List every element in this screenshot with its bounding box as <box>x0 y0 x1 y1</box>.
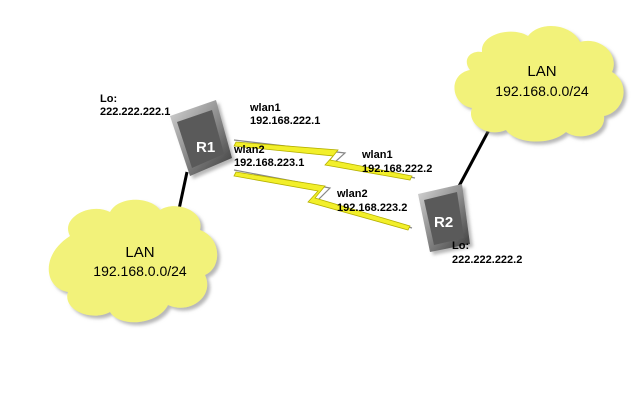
r1-wlan2-name: wlan2 <box>233 144 265 156</box>
lan-left-network: 192.168.0.0/24 <box>93 263 187 279</box>
router-r2[interactable] <box>418 184 470 252</box>
r1-wlan1-name: wlan1 <box>249 102 281 114</box>
r1-wlan1-ip: 192.168.222.1 <box>250 115 320 127</box>
r2-wlan2-ip: 192.168.223.2 <box>337 202 407 214</box>
r2-lo-ip: 222.222.222.2 <box>452 254 522 266</box>
r1-wlan2-ip: 192.168.223.1 <box>234 157 304 169</box>
link-r2-lan <box>456 127 492 189</box>
r1-lo-ip: 222.222.222.1 <box>100 106 170 118</box>
lan-cloud-left <box>48 199 218 323</box>
r2-wlan2-name: wlan2 <box>336 188 368 200</box>
router-r1-label: R1 <box>196 139 215 156</box>
r2-wlan1-ip: 192.168.222.2 <box>362 163 432 175</box>
lan-right-title: LAN <box>527 63 556 80</box>
router-r2-label: R2 <box>434 214 453 231</box>
r2-lo-label: Lo: <box>452 240 469 252</box>
lan-right-network: 192.168.0.0/24 <box>495 83 589 99</box>
lan-cloud-right <box>454 25 624 142</box>
lan-left-title: LAN <box>125 244 154 261</box>
r1-lo-label: Lo: <box>100 93 117 105</box>
router-r1[interactable] <box>170 100 232 176</box>
wireless-link-wlan1 <box>233 139 416 181</box>
r2-wlan1-name: wlan1 <box>361 149 393 161</box>
wireless-link-wlan2 <box>233 169 413 231</box>
